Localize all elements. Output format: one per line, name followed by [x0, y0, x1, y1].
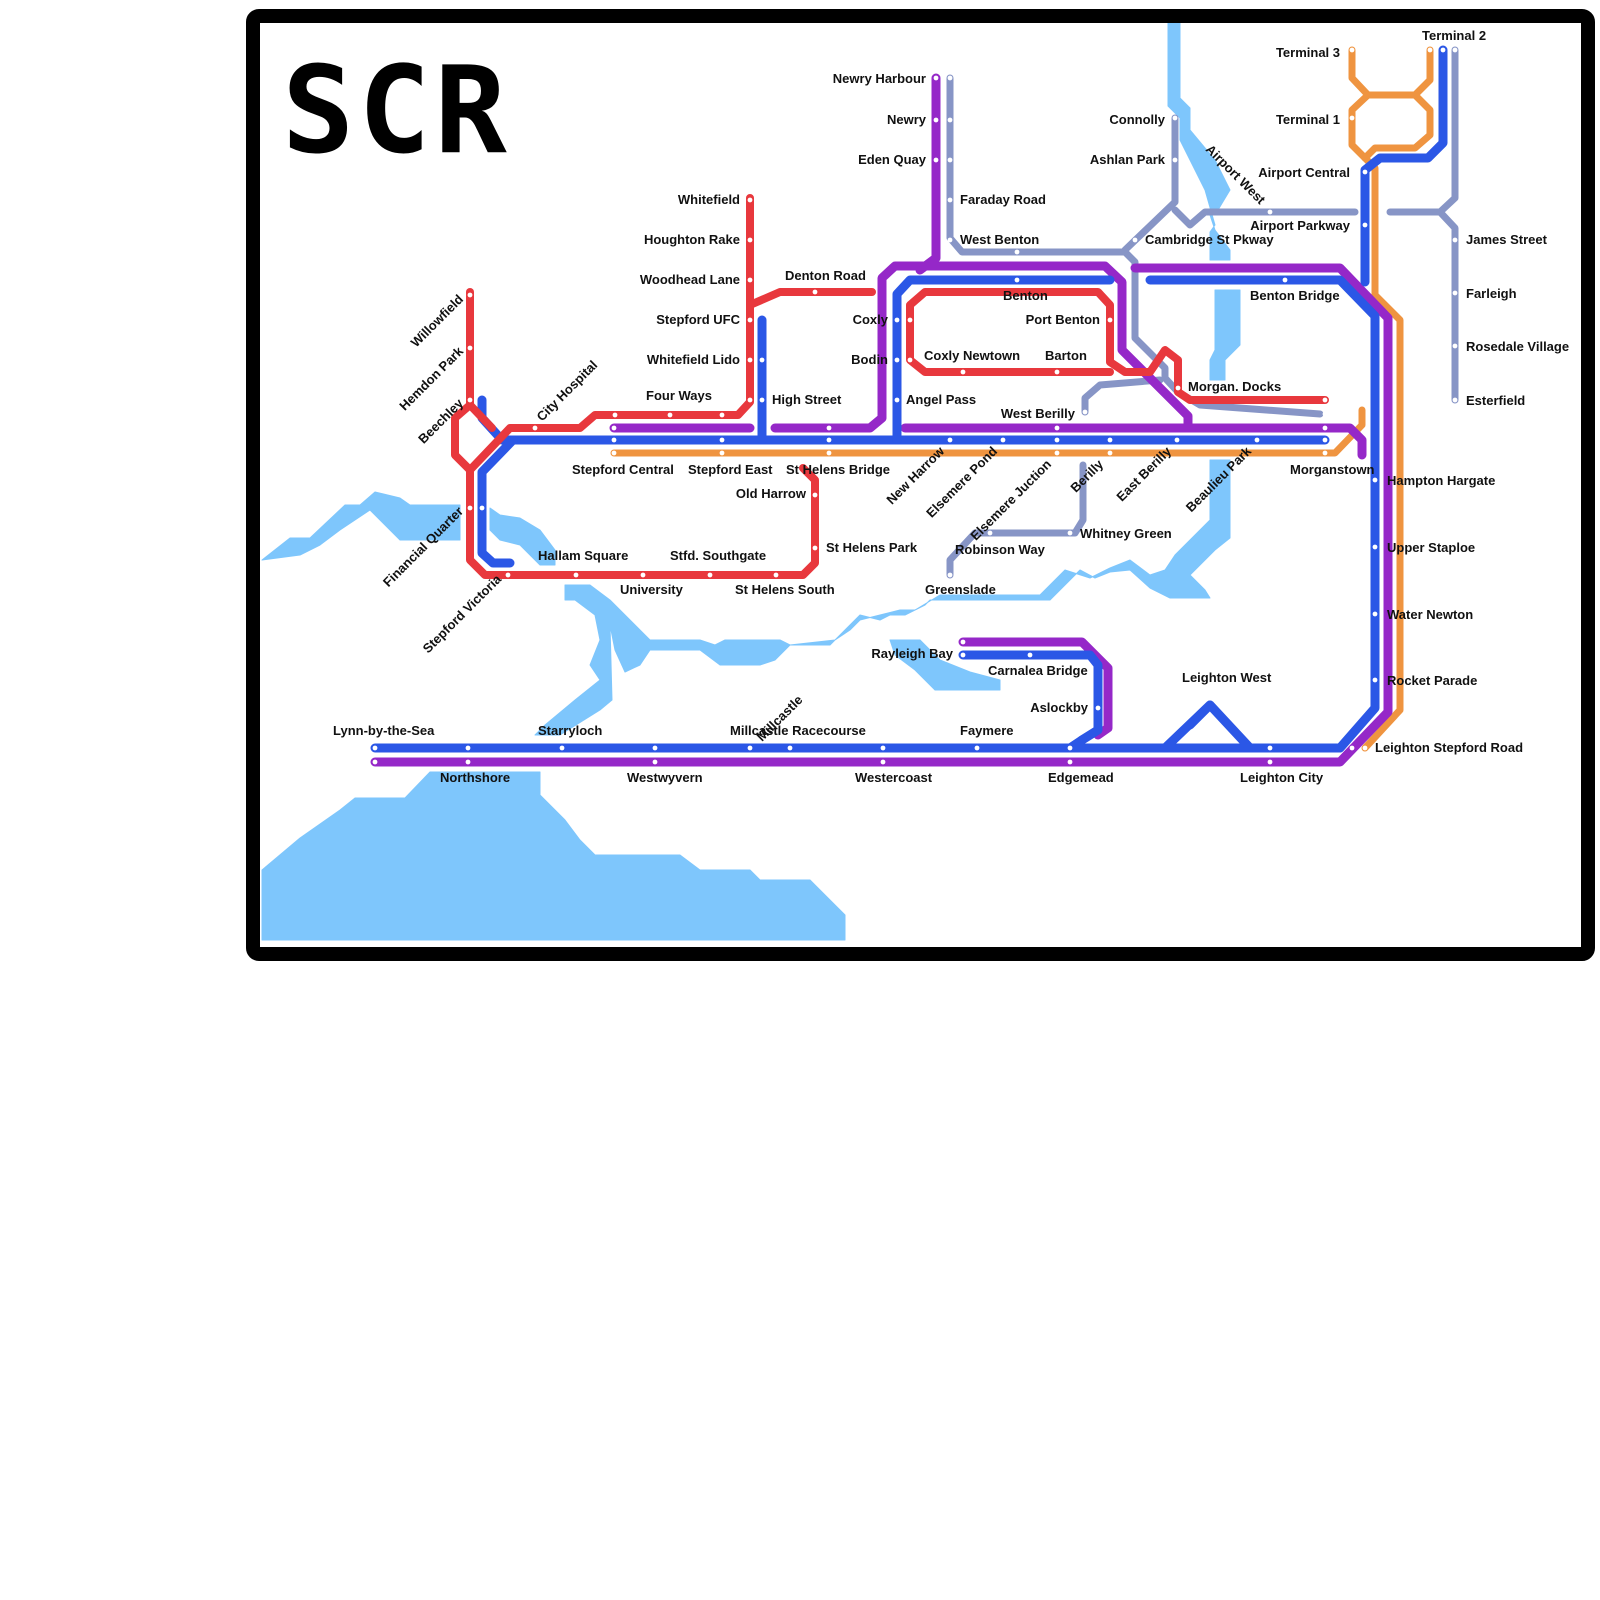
- label-stepford-ufc[interactable]: Stepford UFC: [656, 312, 740, 327]
- label-benton-bridge[interactable]: Benton Bridge: [1250, 288, 1340, 303]
- label-terminal-3[interactable]: Terminal 3: [1276, 45, 1340, 60]
- label-whitefield-lido[interactable]: Whitefield Lido: [647, 352, 740, 367]
- label-airport-parkway[interactable]: Airport Parkway: [1250, 218, 1350, 233]
- label-newry[interactable]: Newry: [887, 112, 927, 127]
- label-lynn-by-the-sea[interactable]: Lynn-by-the-Sea: [333, 723, 435, 738]
- map-frame: [246, 9, 1595, 961]
- label-westwyvern[interactable]: Westwyvern: [627, 770, 703, 785]
- label-denton-road[interactable]: Denton Road: [785, 268, 866, 283]
- label-newry-harbour[interactable]: Newry Harbour: [833, 71, 926, 86]
- label-morgan-docks[interactable]: Morgan. Docks: [1188, 379, 1281, 394]
- label-four-ways[interactable]: Four Ways: [646, 388, 712, 403]
- water-southwest-sea: [261, 771, 846, 941]
- logo: SCR: [282, 42, 511, 181]
- label-faymere[interactable]: Faymere: [960, 723, 1013, 738]
- label-stfd-southgate[interactable]: Stfd. Southgate: [670, 548, 766, 563]
- water-rayleigh-bay: [889, 639, 1001, 691]
- label-willowfield[interactable]: Willowfield: [408, 291, 467, 350]
- label-benton[interactable]: Benton: [1003, 288, 1048, 303]
- label-ashlan-park[interactable]: Ashlan Park: [1090, 152, 1166, 167]
- label-leighton-west[interactable]: Leighton West: [1182, 670, 1272, 685]
- label-northshore[interactable]: Northshore: [440, 770, 510, 785]
- label-west-benton[interactable]: West Benton: [960, 232, 1039, 247]
- label-westercoast[interactable]: Westercoast: [855, 770, 933, 785]
- label-terminal-2[interactable]: Terminal 2: [1422, 28, 1486, 43]
- label-upper-staploe[interactable]: Upper Staploe: [1387, 540, 1475, 555]
- label-bodin[interactable]: Bodin: [851, 352, 888, 367]
- label-barton[interactable]: Barton: [1045, 348, 1087, 363]
- label-whitney-green[interactable]: Whitney Green: [1080, 526, 1172, 541]
- label-esterfield[interactable]: Esterfield: [1466, 393, 1525, 408]
- water-north-river: [1167, 21, 1231, 261]
- label-stepford-central[interactable]: Stepford Central: [572, 462, 674, 477]
- label-hallam-square[interactable]: Hallam Square: [538, 548, 628, 563]
- label-greenslade[interactable]: Greenslade: [925, 582, 996, 597]
- label-houghton-rake[interactable]: Houghton Rake: [644, 232, 740, 247]
- water-inlet-small: [489, 507, 556, 566]
- label-leighton-city[interactable]: Leighton City: [1240, 770, 1324, 785]
- label-james-street[interactable]: James Street: [1466, 232, 1548, 247]
- label-west-berilly[interactable]: West Berilly: [1001, 406, 1076, 421]
- line-blue: [370, 45, 1448, 753]
- label-whitefield[interactable]: Whitefield: [678, 192, 740, 207]
- label-st-helens-south[interactable]: St Helens South: [735, 582, 835, 597]
- label-terminal-1[interactable]: Terminal 1: [1276, 112, 1340, 127]
- label-coxly-newtown[interactable]: Coxly Newtown: [924, 348, 1020, 363]
- label-rosedale-village[interactable]: Rosedale Village: [1466, 339, 1569, 354]
- station-dots: [372, 47, 1458, 765]
- label-millcastle-racecourse[interactable]: Millcastle Racecourse: [730, 723, 866, 738]
- label-university[interactable]: University: [620, 582, 684, 597]
- label-airport-central[interactable]: Airport Central: [1258, 165, 1350, 180]
- label-connolly[interactable]: Connolly: [1109, 112, 1165, 127]
- label-water-newton[interactable]: Water Newton: [1387, 607, 1473, 622]
- water-bodies: [261, 21, 1241, 941]
- label-stepford-victoria[interactable]: Stepford Victoria: [420, 571, 505, 656]
- label-st-helens-bridge[interactable]: St Helens Bridge: [786, 462, 890, 477]
- label-aslockby[interactable]: Aslockby: [1030, 700, 1089, 715]
- label-stepford-east[interactable]: Stepford East: [688, 462, 773, 477]
- label-robinson-way[interactable]: Robinson Way: [955, 542, 1046, 557]
- label-starryloch[interactable]: Starryloch: [538, 723, 602, 738]
- label-st-helens-park[interactable]: St Helens Park: [826, 540, 918, 555]
- water-west-inlet: [261, 491, 461, 561]
- label-carnalea-bridge[interactable]: Carnalea Bridge: [988, 663, 1088, 678]
- label-old-harrow[interactable]: Old Harrow: [736, 486, 807, 501]
- label-hampton-hargate[interactable]: Hampton Hargate: [1387, 473, 1495, 488]
- label-faraday-road[interactable]: Faraday Road: [960, 192, 1046, 207]
- label-coxly[interactable]: Coxly: [853, 312, 889, 327]
- label-berilly[interactable]: Berilly: [1067, 456, 1106, 495]
- label-rayleigh-bay[interactable]: Rayleigh Bay: [871, 646, 953, 661]
- label-edgemead[interactable]: Edgemead: [1048, 770, 1114, 785]
- label-morganstown[interactable]: Morganstown: [1290, 462, 1375, 477]
- label-high-street[interactable]: High Street: [772, 392, 842, 407]
- label-rocket-parade[interactable]: Rocket Parade: [1387, 673, 1477, 688]
- label-leighton-stepford-road[interactable]: Leighton Stepford Road: [1375, 740, 1523, 755]
- label-angel-pass[interactable]: Angel Pass: [906, 392, 976, 407]
- label-port-benton[interactable]: Port Benton: [1026, 312, 1100, 327]
- line-red: [451, 194, 1329, 579]
- water-river: [534, 459, 1231, 736]
- line-purple: [370, 73, 1393, 767]
- label-farleigh[interactable]: Farleigh: [1466, 286, 1517, 301]
- water-east-strip: [1209, 289, 1241, 381]
- label-woodhead-lane[interactable]: Woodhead Lane: [640, 272, 740, 287]
- label-eden-quay[interactable]: Eden Quay: [858, 152, 927, 167]
- label-cambridge-st-pkway[interactable]: Cambridge St Pkway: [1145, 232, 1274, 247]
